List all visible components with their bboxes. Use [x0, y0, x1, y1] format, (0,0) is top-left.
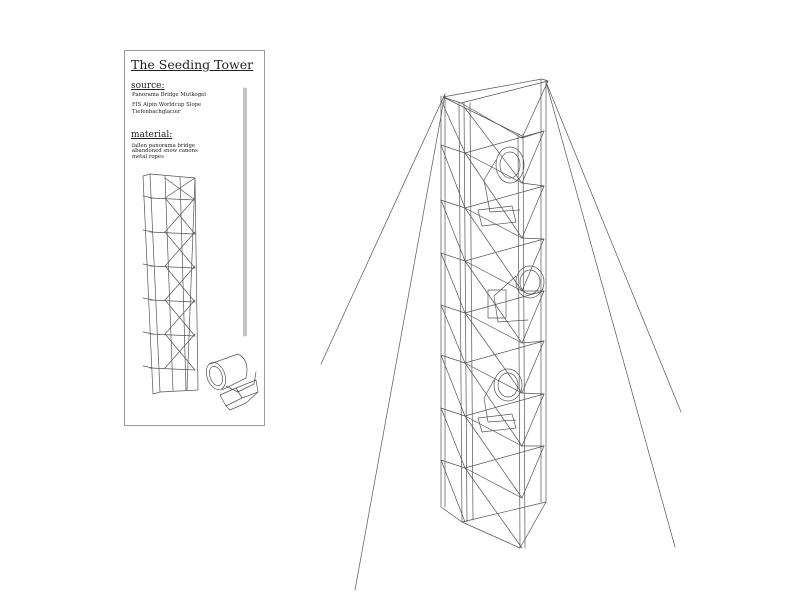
seeding-tower: [440, 78, 549, 549]
snow-canon-icon: [205, 353, 259, 411]
material-line: abandoned snow canons: [132, 148, 198, 154]
material-line: metal ropes: [132, 154, 164, 160]
snow-canon-icon: [487, 265, 545, 323]
bridge-segment-icon: [142, 173, 199, 395]
metal-rope-icon: [243, 87, 247, 337]
material-heading: material:: [131, 130, 173, 140]
legend-card: The Seeding Tower source: Panorama Bridg…: [124, 50, 265, 426]
source-heading: source:: [131, 81, 165, 91]
tower-guy-ropes: [320, 81, 682, 591]
card-title: The Seeding Tower: [131, 57, 254, 72]
source-line: Tiefenbachglacier: [132, 109, 181, 115]
source-line: FIS Alpin Worldcup Slope: [132, 102, 202, 108]
source-line: Panorama Bridge Mutkogel: [132, 92, 206, 98]
snow-canon-icon: [477, 368, 523, 433]
snow-canon-icon: [477, 146, 525, 227]
material-line: fallen panorama bridge: [132, 143, 195, 149]
